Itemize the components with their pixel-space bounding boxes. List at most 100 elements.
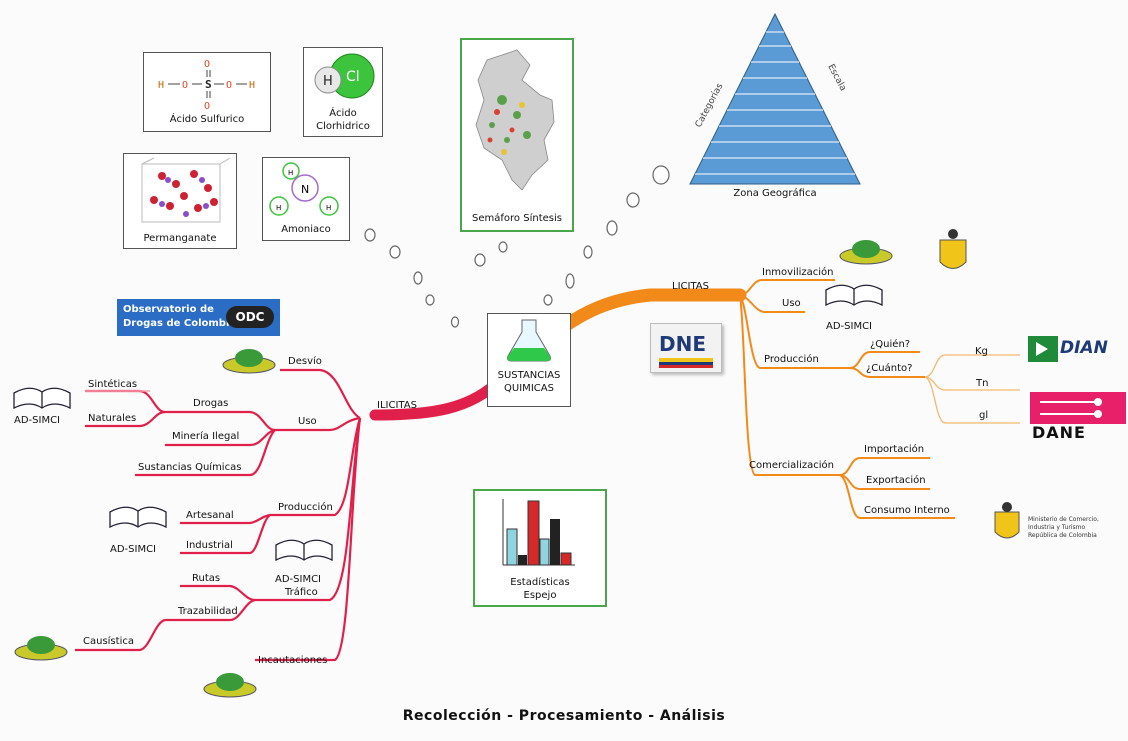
illicit-incautaciones: Incautaciones <box>258 655 328 666</box>
illicit-sinteticas: Sintéticas <box>88 379 138 390</box>
licit-importacion: Importación <box>864 444 925 455</box>
dne-text: DNE <box>659 332 707 356</box>
sulfuric-acid-structure: O O O O H H S <box>158 59 255 112</box>
footer-title: Recolección - Procesamiento - Análisis <box>402 708 726 724</box>
statistics-caption-1: Estadísticas <box>510 577 570 588</box>
mincomercio-line3: República de Colombia <box>1028 532 1097 539</box>
hcl-hydrogen-atom: H <box>323 74 333 89</box>
licit-inmovilizacion: Inmovilización <box>762 267 834 278</box>
oxygen-atom-bottom: O <box>204 101 210 112</box>
licit-node-label: LICITAS <box>672 281 709 292</box>
dian-logo-text: DIAN <box>1060 338 1108 358</box>
hcl-molecule: H Cl <box>314 53 375 99</box>
licit-consumo: Consumo Interno <box>864 505 950 516</box>
semaforo-map-frame: Semáforo Síntesis <box>460 38 574 232</box>
hydrochloric-acid-image: H Cl Ácido Clorhidrico <box>303 47 383 137</box>
hydrogen-atom-right: H <box>249 80 255 91</box>
illicit-trazabilidad: Trazabilidad <box>178 606 238 617</box>
book-icon-3 <box>275 539 333 562</box>
illicit-mineria: Minería Ilegal <box>172 431 240 442</box>
illicit-node-label: ILICITAS <box>377 400 417 411</box>
permanganate-image: Permanganate <box>123 153 237 249</box>
ufo-icon-3 <box>14 636 68 661</box>
oxygen-atom-right: O <box>226 80 232 91</box>
hydrogen-atom-left: H <box>158 80 164 91</box>
semaforo-caption: Semáforo Síntesis <box>472 213 562 224</box>
observatorio-line2: Drogas de Colombia <box>123 318 237 329</box>
flask-icon <box>507 319 551 362</box>
hydrogen-atom-2: H <box>276 204 281 212</box>
illicit-branches <box>75 368 362 662</box>
licit-quien: ¿Quién? <box>870 339 911 350</box>
observatorio-line1: Observatorio de <box>123 304 214 315</box>
mincomercio-line2: Industria y Turismo <box>1028 524 1086 531</box>
sulfur-atom: S <box>205 78 212 91</box>
sulfuric-acid-caption: Ácido Sulfurico <box>169 114 245 125</box>
ad-simci-label-4: AD-SIMCI <box>826 321 873 332</box>
odc-badge: ODC <box>226 306 274 328</box>
licit-exportacion: Exportación <box>866 475 926 486</box>
permanganate-caption: Permanganate <box>143 233 217 244</box>
illicit-artesanal: Artesanal <box>186 510 234 521</box>
ad-simci-label-3: AD-SIMCI <box>275 574 322 585</box>
illicit-drogas: Drogas <box>193 398 229 409</box>
statistics-frame: Estadísticas Espejo <box>473 489 607 607</box>
licit-cuanto: ¿Cuánto? <box>866 363 913 374</box>
dian-logo-mark <box>1028 336 1058 362</box>
hydrogen-atom-3: H <box>326 204 331 212</box>
coat-of-arms-icon-1 <box>939 229 967 269</box>
dane-logo-mark <box>1030 392 1126 424</box>
licit-gl: gl <box>979 410 989 421</box>
oxygen-atom-left: O <box>182 80 188 91</box>
pyramid-caption: Zona Geográfica <box>733 188 817 199</box>
illicit-trafico: Tráfico <box>285 587 318 598</box>
ufo-icon-1 <box>222 349 276 374</box>
ad-simci-label-1: AD-SIMCI <box>14 415 61 426</box>
licit-produccion: Producción <box>764 354 819 365</box>
sulfuric-acid-image: O O O O H H S Ácido Sulfurico <box>143 52 271 132</box>
statistics-caption-2: Espejo <box>523 590 557 601</box>
thought-bubbles <box>364 165 670 328</box>
licit-leaf-branches <box>924 354 1020 424</box>
bar-chart-icon <box>502 499 575 566</box>
dne-logo: DNE <box>650 323 722 373</box>
pyramid-graphic: Categorías Escala <box>689 12 861 185</box>
ammonia-molecule: N H H H <box>269 162 339 216</box>
ammonia-image: N H H H Amoniaco <box>262 157 350 241</box>
licit-kg: Kg <box>975 346 988 357</box>
hcl-chlorine-atom: Cl <box>346 69 360 85</box>
ufo-icon-2 <box>839 240 893 265</box>
illicit-produccion: Producción <box>278 502 333 513</box>
illicit-rutas: Rutas <box>192 573 221 584</box>
illicit-naturales: Naturales <box>88 413 137 424</box>
central-label-1: SUSTANCIAS <box>497 370 561 381</box>
colombia-map <box>475 49 555 191</box>
licit-tn: Tn <box>976 378 989 389</box>
illicit-industrial: Industrial <box>186 540 233 551</box>
illicit-uso: Uso <box>298 416 317 427</box>
book-icon-4 <box>825 284 883 307</box>
hydrochloric-caption-2: Clorhidrico <box>316 121 370 132</box>
permanganate-molecules <box>141 157 231 223</box>
book-icon-2 <box>109 506 167 529</box>
central-node: SUSTANCIAS QUIMICAS <box>487 313 571 407</box>
geographic-pyramid: Categorías Escala Zona Geográfica <box>680 8 870 208</box>
oxygen-atom-top: O <box>204 59 210 70</box>
hydrochloric-caption-1: Ácido <box>329 108 357 119</box>
illicit-sustancias: Sustancias Químicas <box>138 462 242 473</box>
observatorio-logo: Observatorio de Drogas de Colombia ODC <box>117 299 280 336</box>
central-label-2: QUIMICAS <box>504 383 554 394</box>
illicit-casuistica: Causística <box>83 636 134 647</box>
ad-simci-label-2: AD-SIMCI <box>110 544 157 555</box>
licit-comercializacion: Comercialización <box>749 460 834 471</box>
hydrogen-atom-1: H <box>288 169 293 177</box>
ufo-icon-4 <box>203 673 257 698</box>
mincomercio-line1: Ministerio de Comercio, <box>1028 516 1099 523</box>
dane-logo-text: DANE <box>1032 423 1086 442</box>
illicit-desvio: Desvío <box>288 356 322 367</box>
nitrogen-atom: N <box>301 183 309 196</box>
coat-of-arms-icon-2 <box>994 502 1020 539</box>
licit-uso: Uso <box>782 298 801 309</box>
